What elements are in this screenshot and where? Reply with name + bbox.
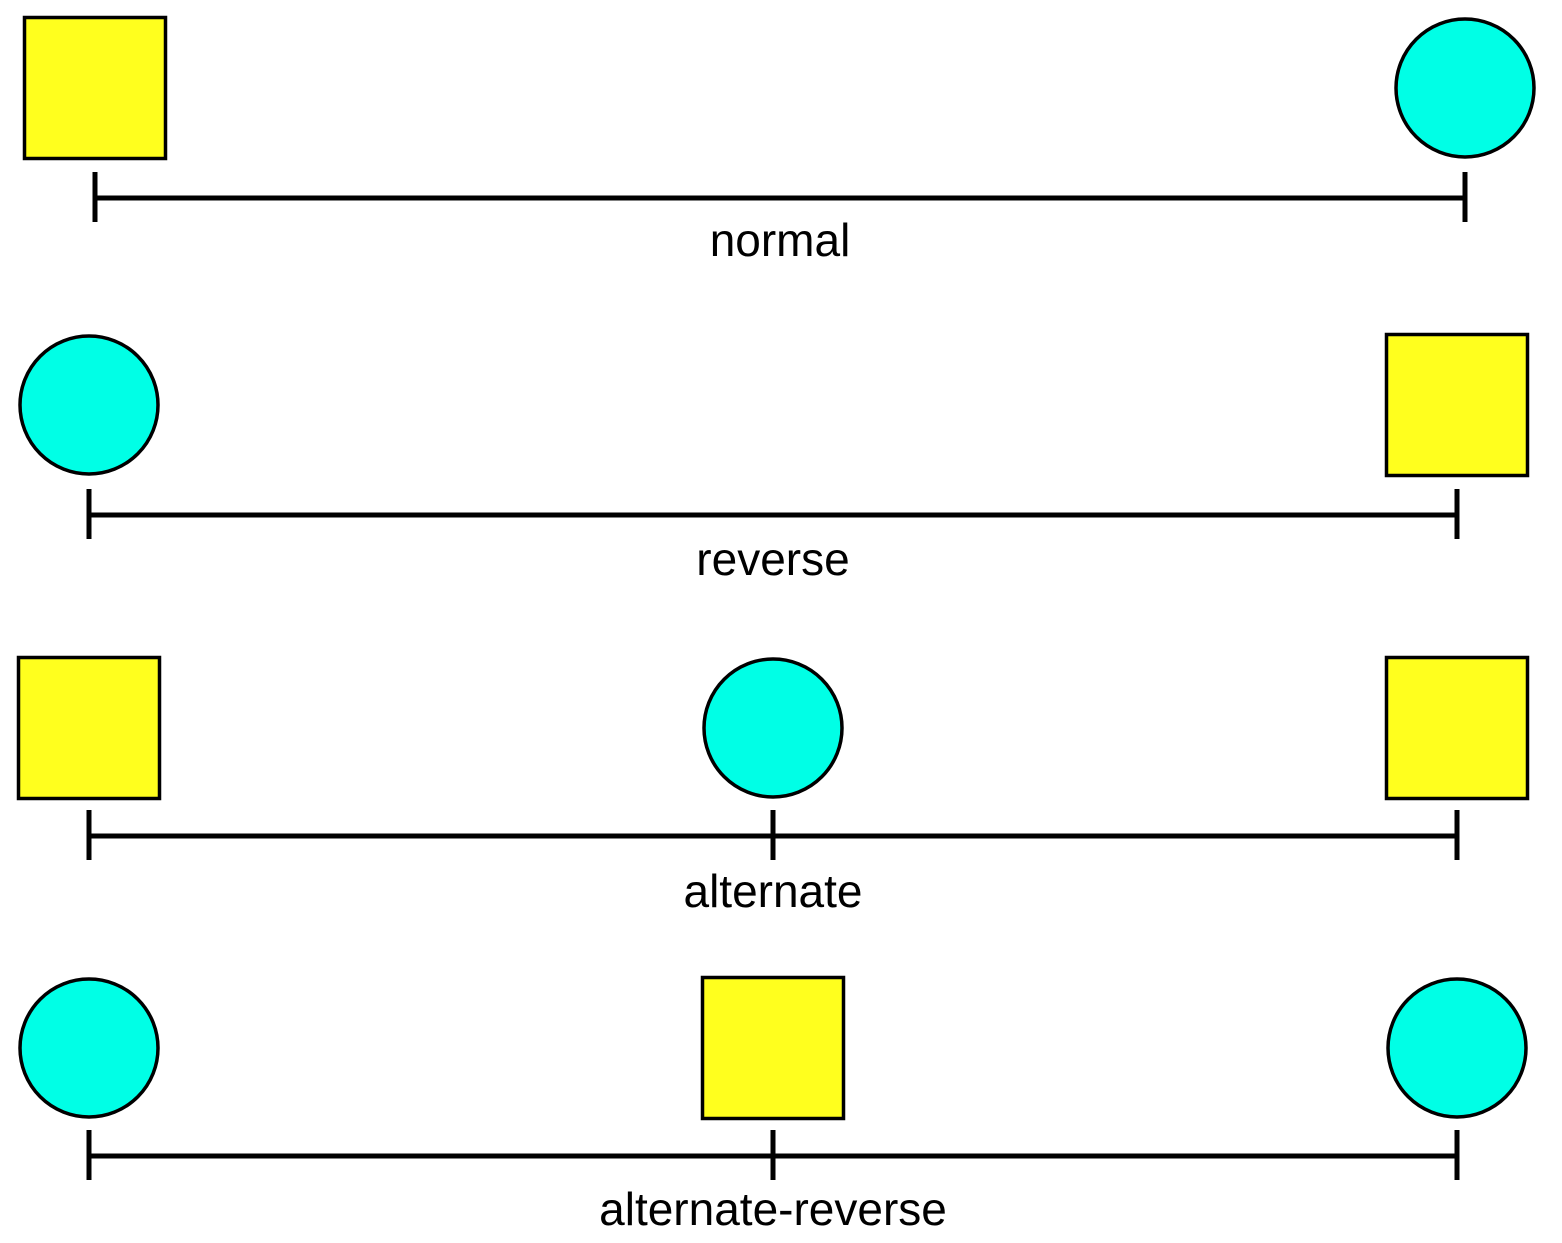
cyan-circle [1394, 17, 1536, 159]
direction-label: normal [710, 214, 851, 266]
cyan-circle [702, 657, 844, 799]
yellow-square [1384, 332, 1530, 478]
yellow-square [16, 655, 162, 801]
cyan-circle [1386, 977, 1528, 1119]
direction-label: reverse [696, 533, 849, 585]
yellow-square [22, 15, 168, 161]
direction-label: alternate [683, 865, 862, 917]
yellow-square [1384, 655, 1530, 801]
cyan-circle [18, 334, 160, 476]
direction-label: alternate-reverse [599, 1183, 947, 1235]
cyan-circle [18, 977, 160, 1119]
yellow-square [700, 975, 846, 1121]
